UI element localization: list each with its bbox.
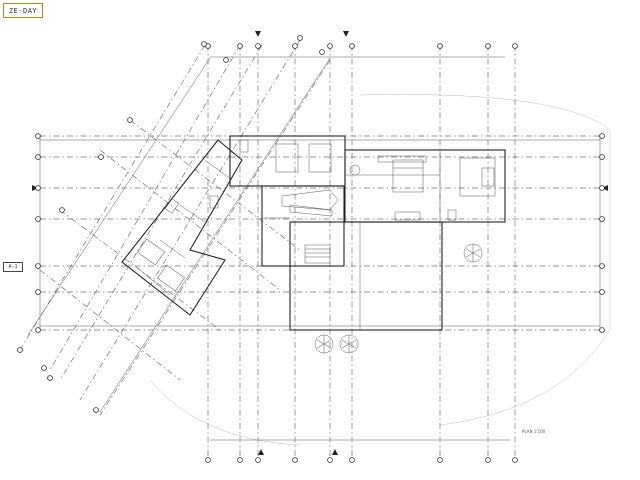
rotated-wing (121, 139, 243, 316)
grid-bubbles-top (205, 43, 518, 49)
furniture (239, 139, 496, 221)
horizontal-grid-lines (40, 135, 600, 331)
outer-frame (27, 56, 601, 441)
section-markers (32, 31, 608, 455)
bed-1 (275, 143, 299, 173)
grid-bubbles-diagonal (17, 35, 325, 413)
vertical-grid-lines (207, 45, 516, 460)
main-block (229, 135, 506, 331)
plan-note: PLAN 1:100 (522, 429, 546, 434)
bed-master (392, 159, 424, 193)
grid-bubbles-left (35, 133, 41, 333)
title-stamp: ZE-DAY (3, 3, 43, 18)
grid-bubbles-right (599, 133, 605, 333)
bed-2 (308, 143, 332, 173)
sheet-tag: A-1 (3, 262, 23, 272)
grid-bubbles-bottom (205, 457, 518, 463)
trees (314, 243, 483, 354)
site-boundary (149, 94, 611, 446)
sofa-area (459, 157, 496, 197)
diagonal-grid-lines (19, 39, 331, 416)
